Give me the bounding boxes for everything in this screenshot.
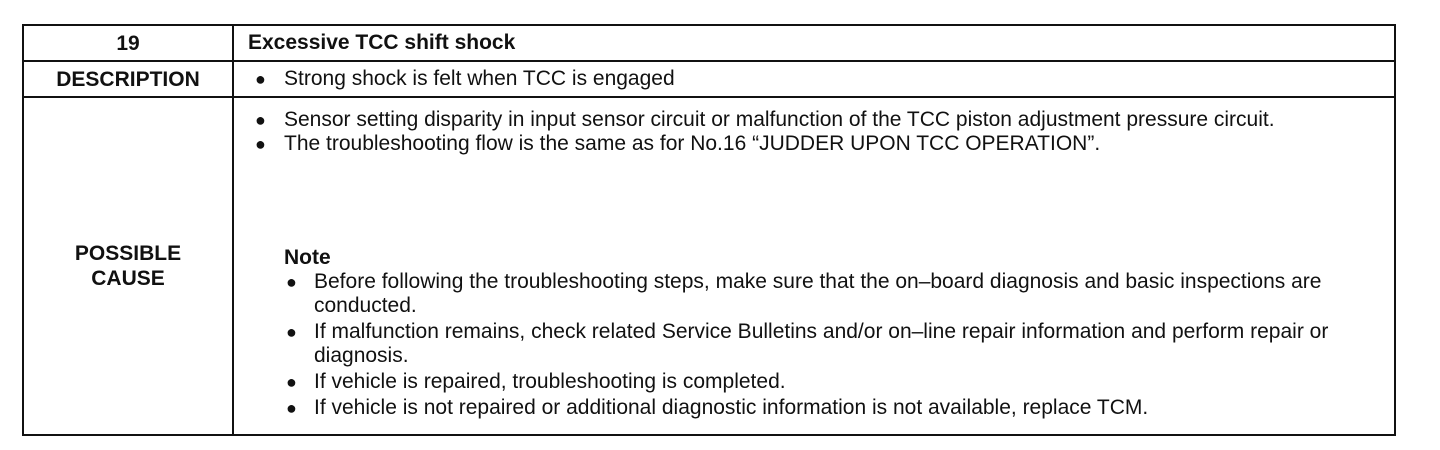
description-list: ● Strong shock is felt when TCC is engag… bbox=[234, 67, 675, 91]
possible-cause-label: POSSIBLE CAUSE bbox=[24, 98, 234, 434]
possible-cause-list: ● Sensor setting disparity in input sens… bbox=[234, 108, 1359, 156]
description-label: DESCRIPTION bbox=[24, 62, 234, 96]
symptom-title: Excessive TCC shift shock bbox=[248, 31, 516, 54]
note-item: ● If vehicle is not repaired or addition… bbox=[284, 396, 1344, 420]
cause-item: ● Sensor setting disparity in input sens… bbox=[234, 108, 1359, 132]
symptom-number: 19 bbox=[24, 26, 234, 60]
description-cell: ● Strong shock is felt when TCC is engag… bbox=[234, 62, 1394, 96]
cause-item: ● The troubleshooting flow is the same a… bbox=[234, 132, 1359, 156]
description-item-text: Strong shock is felt when TCC is engaged bbox=[284, 67, 675, 90]
bullet-icon: ● bbox=[255, 134, 266, 154]
symptom-title-cell: Excessive TCC shift shock bbox=[234, 26, 1394, 60]
possible-cause-label-text: POSSIBLE CAUSE bbox=[74, 242, 182, 290]
bullet-icon: ● bbox=[286, 398, 297, 418]
bullet-icon: ● bbox=[286, 272, 297, 292]
bullet-icon: ● bbox=[286, 372, 297, 392]
bullet-icon: ● bbox=[255, 69, 266, 89]
note-item: ● Before following the troubleshooting s… bbox=[284, 270, 1344, 318]
note-item-text: Before following the troubleshooting ste… bbox=[314, 270, 1322, 317]
bullet-icon: ● bbox=[255, 110, 266, 130]
note-title: Note bbox=[284, 246, 331, 269]
note-item-text: If vehicle is not repaired or additional… bbox=[314, 396, 1149, 419]
note-block: Note ● Before following the troubleshoot… bbox=[284, 246, 1344, 422]
cause-item-text: The troubleshooting flow is the same as … bbox=[284, 132, 1101, 155]
note-item: ● If vehicle is repaired, troubleshootin… bbox=[284, 370, 1344, 394]
note-item-text: If vehicle is repaired, troubleshooting … bbox=[314, 370, 786, 393]
note-item: ● If malfunction remains, check related … bbox=[284, 320, 1344, 368]
bullet-icon: ● bbox=[286, 322, 297, 342]
table-header-row: 19 Excessive TCC shift shock bbox=[24, 26, 1394, 62]
possible-cause-cell: ● Sensor setting disparity in input sens… bbox=[234, 98, 1394, 434]
note-item-text: If malfunction remains, check related Se… bbox=[314, 320, 1329, 367]
troubleshooting-table: 19 Excessive TCC shift shock DESCRIPTION… bbox=[22, 24, 1396, 436]
description-row: DESCRIPTION ● Strong shock is felt when … bbox=[24, 62, 1394, 98]
possible-cause-row: POSSIBLE CAUSE ● Sensor setting disparit… bbox=[24, 98, 1394, 434]
description-item: ● Strong shock is felt when TCC is engag… bbox=[234, 67, 675, 91]
cause-item-text: Sensor setting disparity in input sensor… bbox=[284, 108, 1275, 131]
